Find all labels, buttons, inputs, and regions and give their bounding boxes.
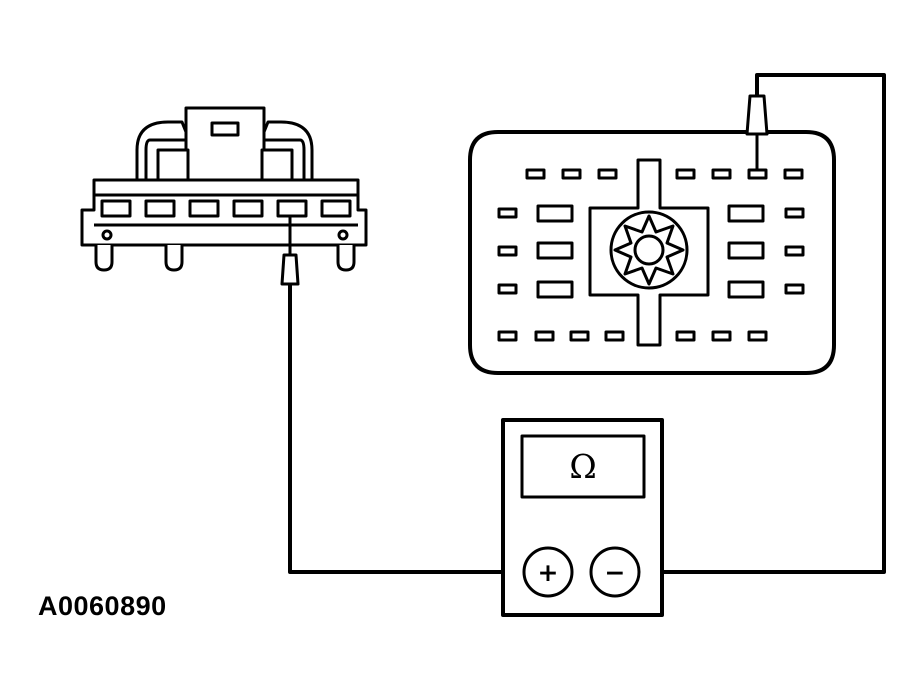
ohm-symbol: Ω [569, 447, 596, 486]
minus-icon: − [605, 558, 626, 587]
harness-connector [80, 106, 368, 286]
figure-id-label: A0060890 [38, 591, 167, 621]
positive-probe-tip [280, 253, 300, 286]
connector-pin-tested [276, 199, 308, 218]
multimeter-display [520, 434, 646, 499]
connector-pin [188, 199, 220, 218]
connector-pin [144, 199, 176, 218]
plus-icon: + [538, 558, 559, 587]
negative-probe-tip [745, 94, 769, 136]
positive-terminal [522, 546, 574, 598]
connector-pin [320, 199, 352, 218]
negative-lead-wire [637, 73, 886, 574]
multimeter: Ω + − [501, 418, 664, 617]
module-outline [468, 130, 836, 375]
connector-pin [100, 199, 132, 218]
module-face [468, 94, 836, 375]
positive-lead-wire [288, 281, 526, 574]
negative-terminal [589, 546, 641, 598]
connector-pin [232, 199, 264, 218]
test-leads [288, 73, 886, 574]
star-icon [613, 214, 685, 286]
center-ring [609, 210, 689, 290]
